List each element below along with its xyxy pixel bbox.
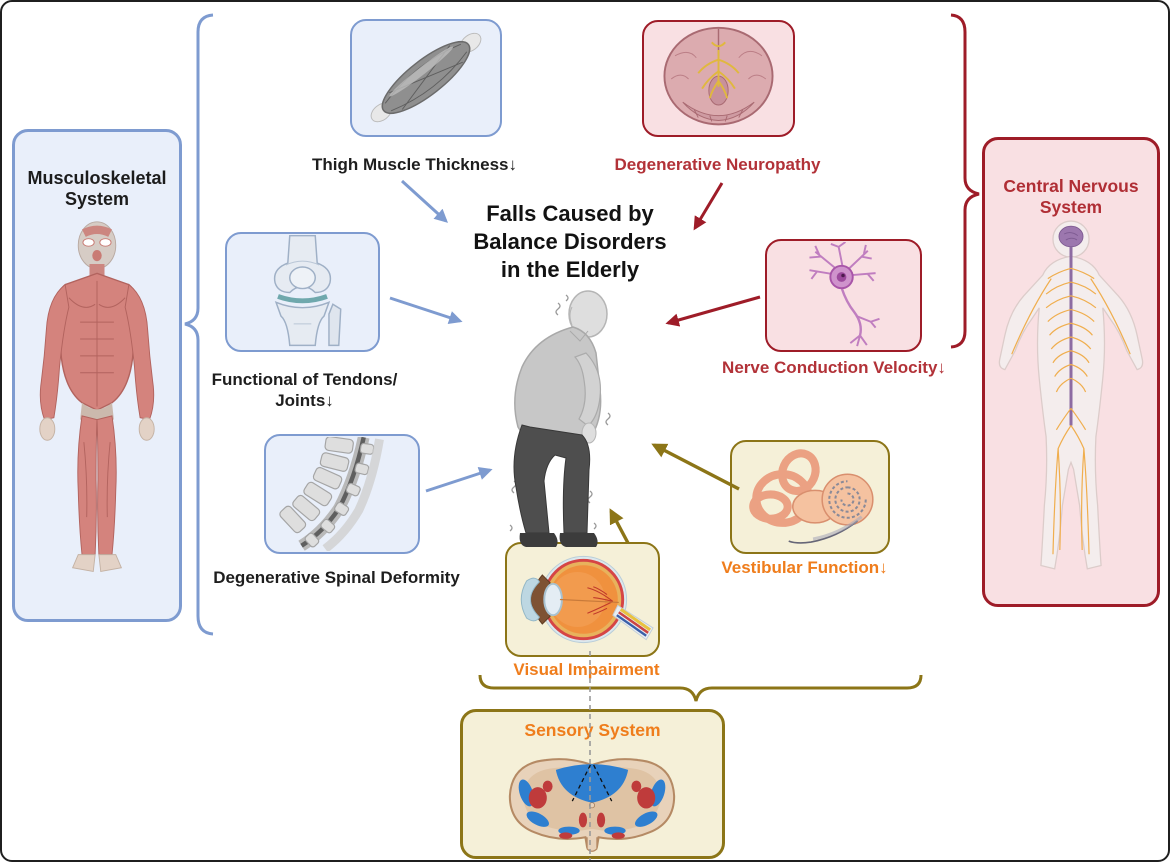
elderly-man-icon (470, 285, 650, 565)
brain-icon (646, 23, 791, 134)
knee-to-center-arrow (389, 296, 463, 325)
eye-icon (509, 545, 656, 654)
tendons-joints-label: Functional of Tendons/ Joints↓ (187, 370, 422, 411)
visual-impairment-label: Visual Impairment (513, 660, 660, 679)
figure-title-line3: in the Elderly (500, 256, 640, 282)
figure-title-line2: Balance Disorders (473, 228, 667, 254)
tendons-joints-label-line1: Functional of Tendons/ (211, 370, 398, 389)
sensory-system-title: Sensory System (524, 720, 661, 740)
vestibular-function-label: Vestibular Function↓ (721, 558, 888, 577)
spine-icon (268, 437, 416, 551)
nervous-system-body-icon (998, 214, 1144, 594)
knee-joint-icon (229, 235, 376, 349)
neuron-to-center-arrow (665, 295, 761, 327)
spinal-deformity-label: Degenerative Spinal Deformity (213, 568, 460, 587)
thigh-muscle-icon (354, 22, 498, 134)
musculoskeletal-system-panel: Musculoskeletal System (12, 129, 182, 622)
central-nervous-brace (950, 13, 980, 349)
figure-title-line1: Falls Caused by (486, 201, 654, 226)
figure-title: Falls Caused by Balance Disorders in the… (434, 200, 706, 284)
spinal-cord-cross-section-icon (472, 742, 712, 857)
musculoskeletal-brace (184, 13, 214, 636)
tendons-joints-label-line2: Joints↓ (275, 390, 334, 410)
nerve-conduction-label: Nerve Conduction Velocity↓ (722, 358, 946, 377)
vestibular-organ-icon (734, 443, 886, 551)
degenerative-neuropathy-label: Degenerative Neuropathy (614, 155, 821, 174)
neuron-icon (769, 242, 918, 349)
central-nervous-system-title: Central Nervous System (1003, 176, 1139, 217)
muscular-body-icon (22, 214, 172, 614)
thigh-muscle-label: Thigh Muscle Thickness↓ (312, 155, 517, 174)
musculoskeletal-system-title: Musculoskeletal System (27, 168, 167, 209)
vestibular-to-center-arrow (651, 443, 740, 491)
